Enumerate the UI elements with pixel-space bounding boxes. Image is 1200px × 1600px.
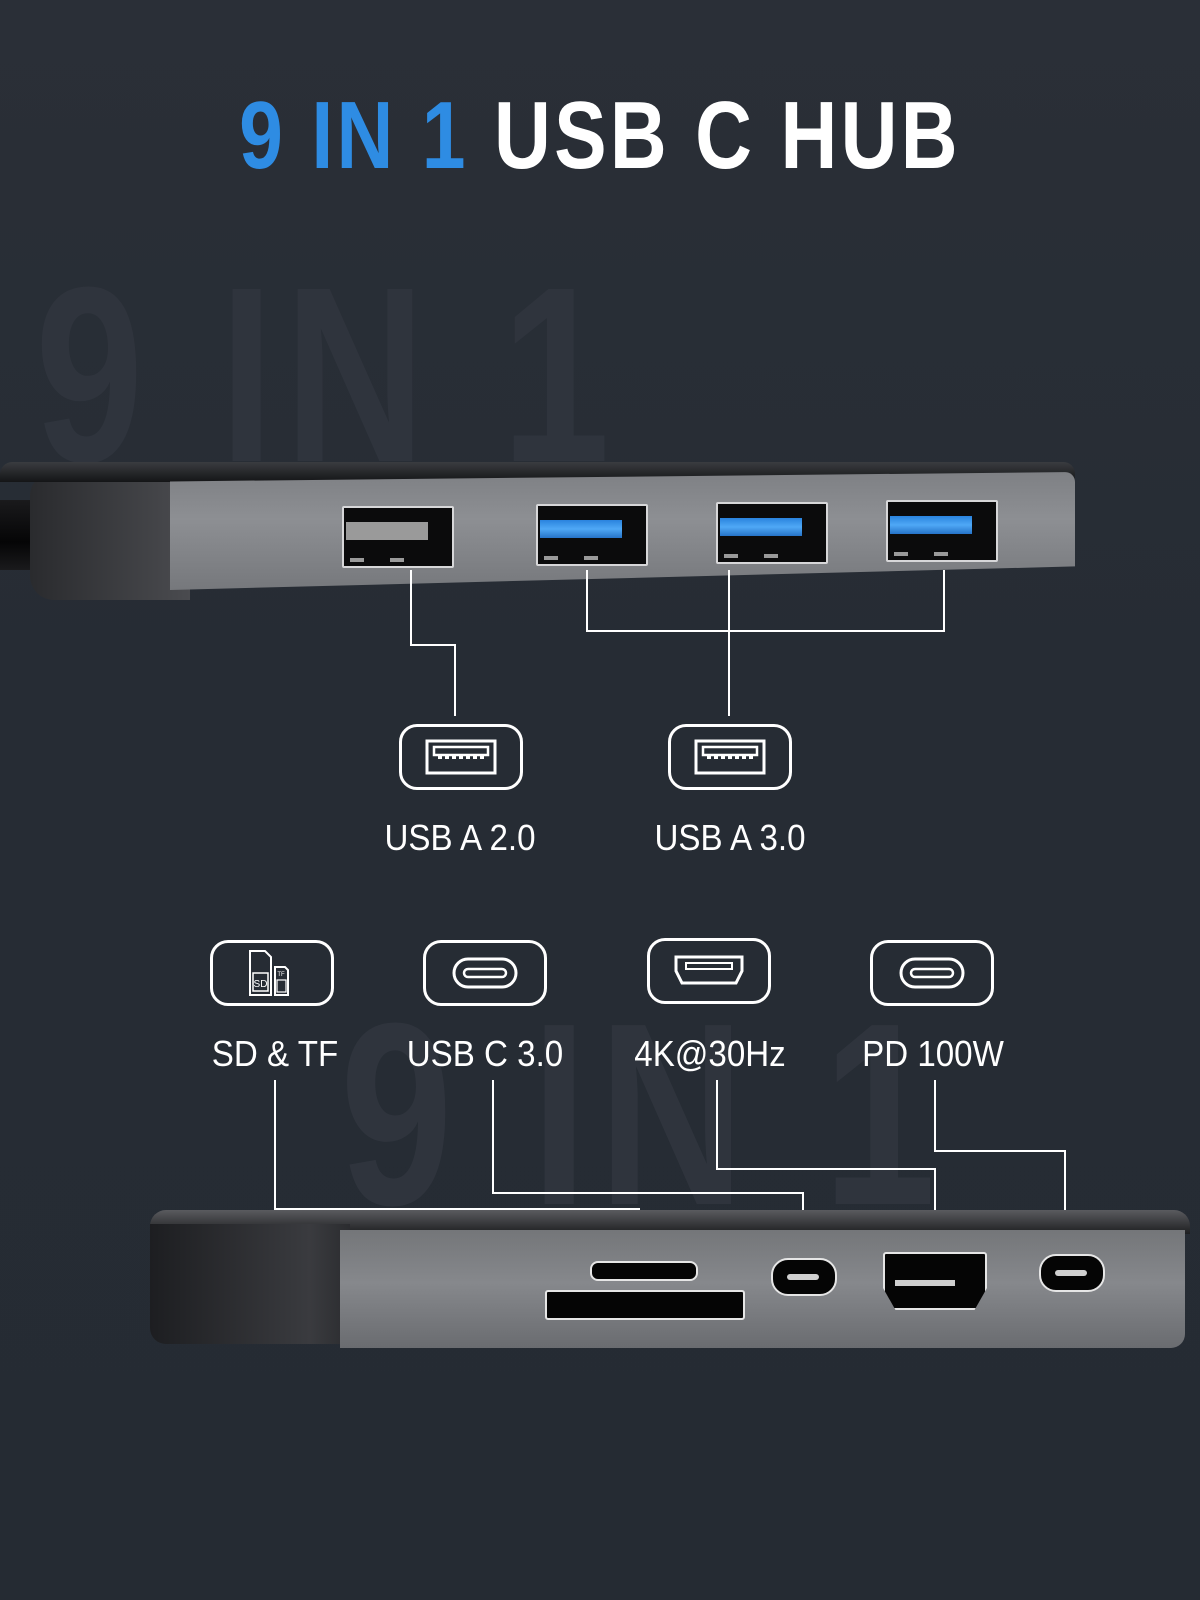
hub-front-view <box>150 1210 1190 1350</box>
label-usb-a-3: USB A 3.0 <box>654 817 806 858</box>
label-pd-100w: PD 100W <box>862 1033 1004 1074</box>
hub-face <box>340 1230 1185 1348</box>
title-rest: USB C HUB <box>493 82 961 189</box>
leader-line <box>1064 1150 1066 1246</box>
label-sd-tf: SD & TF <box>211 1033 339 1074</box>
usb-a-port-icon <box>399 724 523 790</box>
tf-card-slot <box>590 1261 698 1281</box>
watermark-top: 9 IN 1 <box>35 235 621 514</box>
watermark-bottom: 9 IN 1 <box>340 970 947 1260</box>
leader-line <box>274 1080 276 1210</box>
port-pin <box>764 554 778 558</box>
leader-line <box>454 644 456 716</box>
hdmi-port <box>883 1252 987 1310</box>
leader-line <box>410 644 456 646</box>
port-pin <box>724 554 738 558</box>
leader-line <box>934 1150 1066 1152</box>
port-tongue <box>346 522 428 540</box>
leader-line <box>728 570 730 716</box>
leader-line <box>943 570 945 632</box>
usb-c-port-icon <box>423 940 547 1006</box>
port-pin <box>584 556 598 560</box>
usb-a-3-port-3 <box>886 500 998 562</box>
port-tongue <box>540 520 622 538</box>
label-4k-30hz: 4K@30Hz <box>634 1033 786 1074</box>
port-pin <box>544 556 558 560</box>
page-title: 9 IN 1 USB C HUB <box>108 88 1092 184</box>
sd-card-slot <box>545 1290 745 1320</box>
usb-a-port-icon <box>668 724 792 790</box>
port-pin <box>934 552 948 556</box>
usb-a-3-port-2 <box>716 502 828 564</box>
usb-c-pd-port <box>1039 1254 1105 1292</box>
leader-line <box>934 1080 936 1152</box>
leader-line <box>586 570 588 632</box>
label-usb-a-2: USB A 2.0 <box>384 817 536 858</box>
title-highlight: 9 IN 1 <box>239 82 469 189</box>
usb-c-port-icon <box>870 940 994 1006</box>
leader-line <box>492 1080 494 1194</box>
hub-side <box>150 1224 350 1344</box>
leader-line <box>716 1168 936 1170</box>
svg-text:TF: TF <box>277 972 285 978</box>
usb-a-3-port-1 <box>536 504 648 566</box>
usb-c-data-port <box>771 1258 837 1296</box>
usb-a-2-port <box>342 506 454 568</box>
svg-text:SD: SD <box>254 979 268 990</box>
port-tongue <box>720 518 802 536</box>
port-pin <box>350 558 364 562</box>
hub-side <box>30 472 190 600</box>
port-pin <box>390 558 404 562</box>
sd-tf-card-icon: SD TF <box>210 940 334 1006</box>
port-tongue <box>890 516 972 534</box>
leader-line <box>410 570 412 646</box>
leader-line <box>492 1192 804 1194</box>
leader-line <box>586 630 945 632</box>
hdmi-port-icon <box>647 938 771 1004</box>
port-pin <box>894 552 908 556</box>
leader-line <box>274 1208 640 1210</box>
label-usb-c-3: USB C 3.0 <box>406 1033 564 1074</box>
leader-line <box>934 1168 936 1246</box>
leader-line <box>716 1080 718 1170</box>
